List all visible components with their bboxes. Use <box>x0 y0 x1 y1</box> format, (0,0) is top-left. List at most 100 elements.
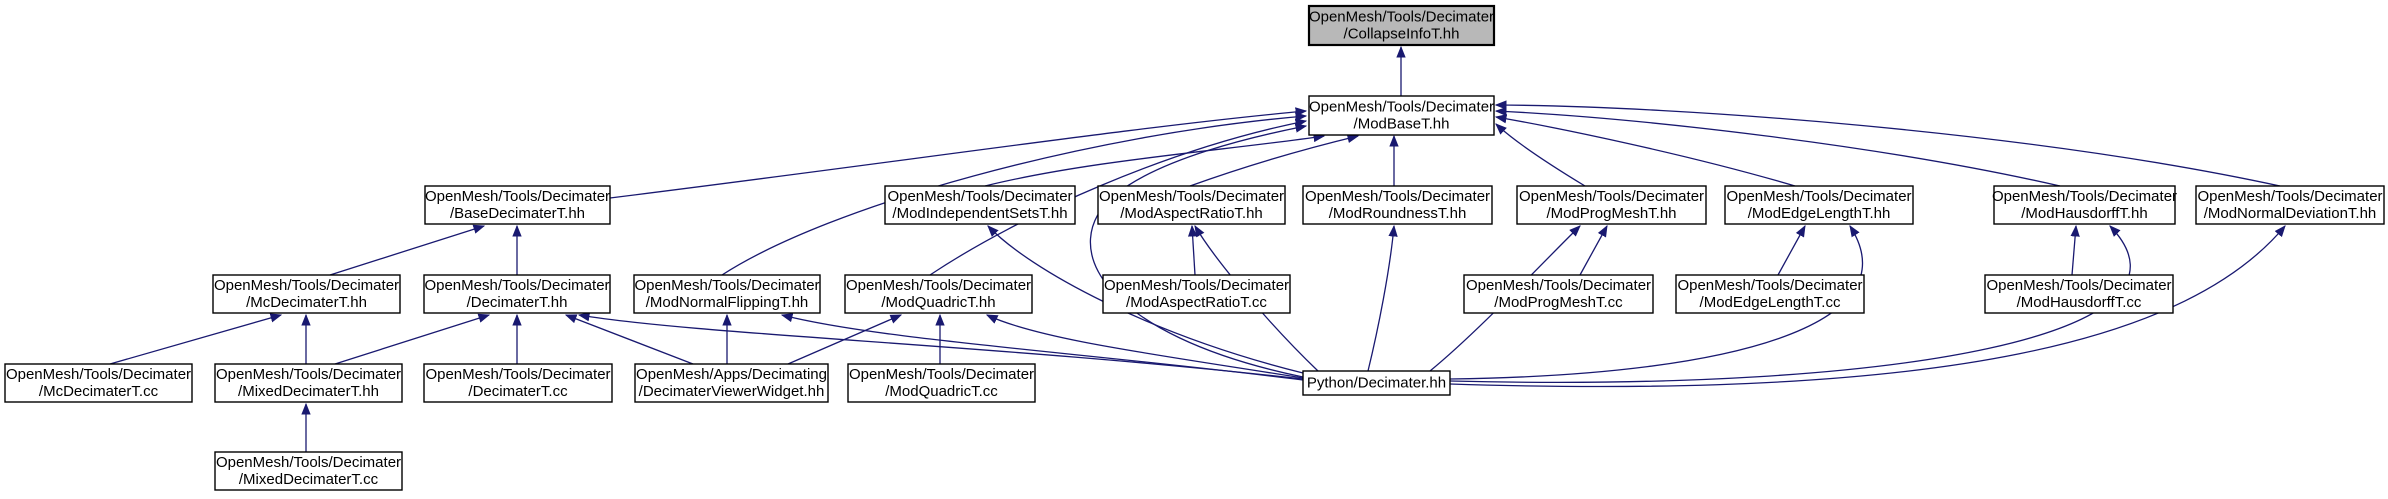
edge-basedecimater-modbase <box>609 107 1308 199</box>
edge-python-dec_hh <box>577 312 1304 380</box>
node-label: /ModQuadricT.hh <box>881 294 995 311</box>
node-label: OpenMesh/Tools/Decimater <box>1099 188 1284 205</box>
node-box[interactable] <box>844 274 1033 314</box>
node-label: OpenMesh/Tools/Decimater <box>214 277 399 294</box>
edge-aspect_hh-modbase <box>1189 133 1360 187</box>
edge-normalflip-modbase <box>721 112 1308 276</box>
node-label: OpenMesh/Tools/Decimater <box>846 277 1031 294</box>
node-label: /ModEdgeLengthT.cc <box>1700 294 1841 311</box>
node-label: /DecimaterViewerWidget.hh <box>639 383 825 400</box>
node-mixed_cc[interactable]: OpenMesh/Tools/Decimater/MixedDecimaterT… <box>214 451 403 491</box>
edge-hausdorff_hh-modbase <box>1494 106 2061 187</box>
node-label: Python/Decimater.hh <box>1307 375 1446 392</box>
node-progmesh_hh[interactable]: OpenMesh/Tools/Decimater/ModProgMeshT.hh <box>1516 185 1707 225</box>
node-label: OpenMesh/Tools/Decimater <box>425 366 610 383</box>
edge-python-modbase <box>1089 123 1308 378</box>
node-label: /McDecimaterT.hh <box>246 294 367 311</box>
node-box[interactable] <box>1302 370 1451 396</box>
node-box[interactable] <box>633 274 821 314</box>
node-box[interactable] <box>1516 185 1707 225</box>
node-box[interactable] <box>2195 185 2385 225</box>
node-quadric_hh[interactable]: OpenMesh/Tools/Decimater/ModQuadricT.hh <box>844 274 1033 314</box>
node-box[interactable] <box>423 274 611 314</box>
node-box[interactable] <box>847 363 1036 403</box>
node-edgelength_cc[interactable]: OpenMesh/Tools/Decimater/ModEdgeLengthT.… <box>1675 274 1865 314</box>
node-box[interactable] <box>1302 185 1493 225</box>
edge-hausdorff_cc-hausdorff_hh <box>2070 224 2080 276</box>
node-label: /ModNormalFlippingT.hh <box>646 294 809 311</box>
node-normaldev[interactable]: OpenMesh/Tools/Decimater/ModNormalDeviat… <box>2195 185 2385 225</box>
node-label: /BaseDecimaterT.hh <box>450 205 585 222</box>
edge-python-edgelength_hh <box>1449 225 1863 380</box>
node-box[interactable] <box>1984 274 2174 314</box>
node-collapseinfo: OpenMesh/Tools/Decimater/CollapseInfoT.h… <box>1307 4 1496 47</box>
node-label: /MixedDecimaterT.cc <box>239 471 379 488</box>
node-dec_hh[interactable]: OpenMesh/Tools/Decimater/DecimaterT.hh <box>423 274 611 314</box>
root-node-box <box>1307 4 1496 47</box>
node-box[interactable] <box>1993 185 2176 225</box>
node-label: OpenMesh/Tools/Decimater <box>1726 188 1911 205</box>
node-python[interactable]: Python/Decimater.hh <box>1302 370 1451 396</box>
node-independent[interactable]: OpenMesh/Tools/Decimater/ModIndependentS… <box>884 185 1076 225</box>
node-normalflip[interactable]: OpenMesh/Tools/Decimater/ModNormalFlippi… <box>633 274 821 314</box>
node-aspect_hh[interactable]: OpenMesh/Tools/Decimater/ModAspectRatioT… <box>1097 185 1286 225</box>
node-dec_cc[interactable]: OpenMesh/Tools/Decimater/DecimaterT.cc <box>423 363 613 403</box>
node-box[interactable] <box>1102 274 1291 314</box>
node-label: /ModProgMeshT.cc <box>1494 294 1623 311</box>
node-label: /ModHausdorffT.hh <box>2021 205 2147 222</box>
node-progmesh_cc[interactable]: OpenMesh/Tools/Decimater/ModProgMeshT.cc <box>1463 274 1654 314</box>
node-label: /ModNormalDeviationT.hh <box>2204 205 2377 222</box>
node-mixed_hh[interactable]: OpenMesh/Tools/Decimater/MixedDecimaterT… <box>214 363 403 403</box>
node-viewer[interactable]: OpenMesh/Apps/Decimating/DecimaterViewer… <box>634 363 829 403</box>
node-aspect_cc[interactable]: OpenMesh/Tools/Decimater/ModAspectRatioT… <box>1102 274 1291 314</box>
node-box[interactable] <box>424 185 611 225</box>
node-roundness[interactable]: OpenMesh/Tools/Decimater/ModRoundnessT.h… <box>1302 185 1493 225</box>
node-box[interactable] <box>214 451 403 491</box>
node-basedecimater[interactable]: OpenMesh/Tools/Decimater/BaseDecimaterT.… <box>424 185 611 225</box>
node-box[interactable] <box>1463 274 1654 314</box>
node-label: /ModAspectRatioT.cc <box>1126 294 1267 311</box>
node-label: /DecimaterT.hh <box>467 294 568 311</box>
node-box[interactable] <box>4 363 193 403</box>
edge-independent-modbase <box>984 132 1326 187</box>
node-hausdorff_cc[interactable]: OpenMesh/Tools/Decimater/ModHausdorffT.c… <box>1984 274 2174 314</box>
node-label: /ModIndependentSetsT.hh <box>892 205 1067 222</box>
node-box[interactable] <box>212 274 401 314</box>
node-box[interactable] <box>1097 185 1286 225</box>
node-label: OpenMesh/Tools/Decimater <box>1992 188 2177 205</box>
node-mcdec_cc[interactable]: OpenMesh/Tools/Decimater/McDecimaterT.cc <box>4 363 193 403</box>
node-mcdec_hh[interactable]: OpenMesh/Tools/Decimater/McDecimaterT.hh <box>212 274 401 314</box>
node-box[interactable] <box>1675 274 1865 314</box>
node-label: /ModAspectRatioT.hh <box>1120 205 1263 222</box>
node-label: /ModRoundnessT.hh <box>1329 205 1467 222</box>
edge-aspect_cc-aspect_hh <box>1187 224 1198 276</box>
node-box[interactable] <box>423 363 613 403</box>
edge-python-normaldev <box>1449 225 2286 388</box>
node-edgelength_hh[interactable]: OpenMesh/Tools/Decimater/ModEdgeLengthT.… <box>1724 185 1914 225</box>
node-label: /ModProgMeshT.hh <box>1546 205 1676 222</box>
node-label: /ModHausdorffT.cc <box>2017 294 2142 311</box>
node-label: OpenMesh/Tools/Decimater <box>425 188 610 205</box>
node-label: OpenMesh/Tools/Decimater <box>1677 277 1862 294</box>
node-label: OpenMesh/Tools/Decimater <box>887 188 1072 205</box>
node-quadric_cc[interactable]: OpenMesh/Tools/Decimater/ModQuadricT.cc <box>847 363 1036 403</box>
edge-edgelength_hh-modbase <box>1494 114 1796 187</box>
node-box[interactable] <box>1724 185 1914 225</box>
node-modbase[interactable]: OpenMesh/Tools/Decimater/ModBaseT.hh <box>1308 95 1495 136</box>
edge-progmesh_hh-modbase <box>1495 123 1586 187</box>
node-box[interactable] <box>1308 95 1495 136</box>
node-box[interactable] <box>884 185 1076 225</box>
node-hausdorff_hh[interactable]: OpenMesh/Tools/Decimater/ModHausdorffT.h… <box>1992 185 2177 225</box>
node-label: OpenMesh/Tools/Decimater <box>1305 188 1490 205</box>
edge-mixed_hh-dec_hh <box>334 313 491 365</box>
node-box[interactable] <box>214 363 403 403</box>
node-box[interactable] <box>634 363 829 403</box>
node-label: /DecimaterT.cc <box>468 383 568 400</box>
edge-viewer-dec_hh <box>564 314 694 365</box>
edge-normaldev-modbase <box>1494 100 2281 187</box>
node-label: OpenMesh/Tools/Decimater <box>1519 188 1704 205</box>
node-label: OpenMesh/Tools/Decimater <box>1309 99 1494 116</box>
node-label: /MixedDecimaterT.hh <box>238 383 379 400</box>
